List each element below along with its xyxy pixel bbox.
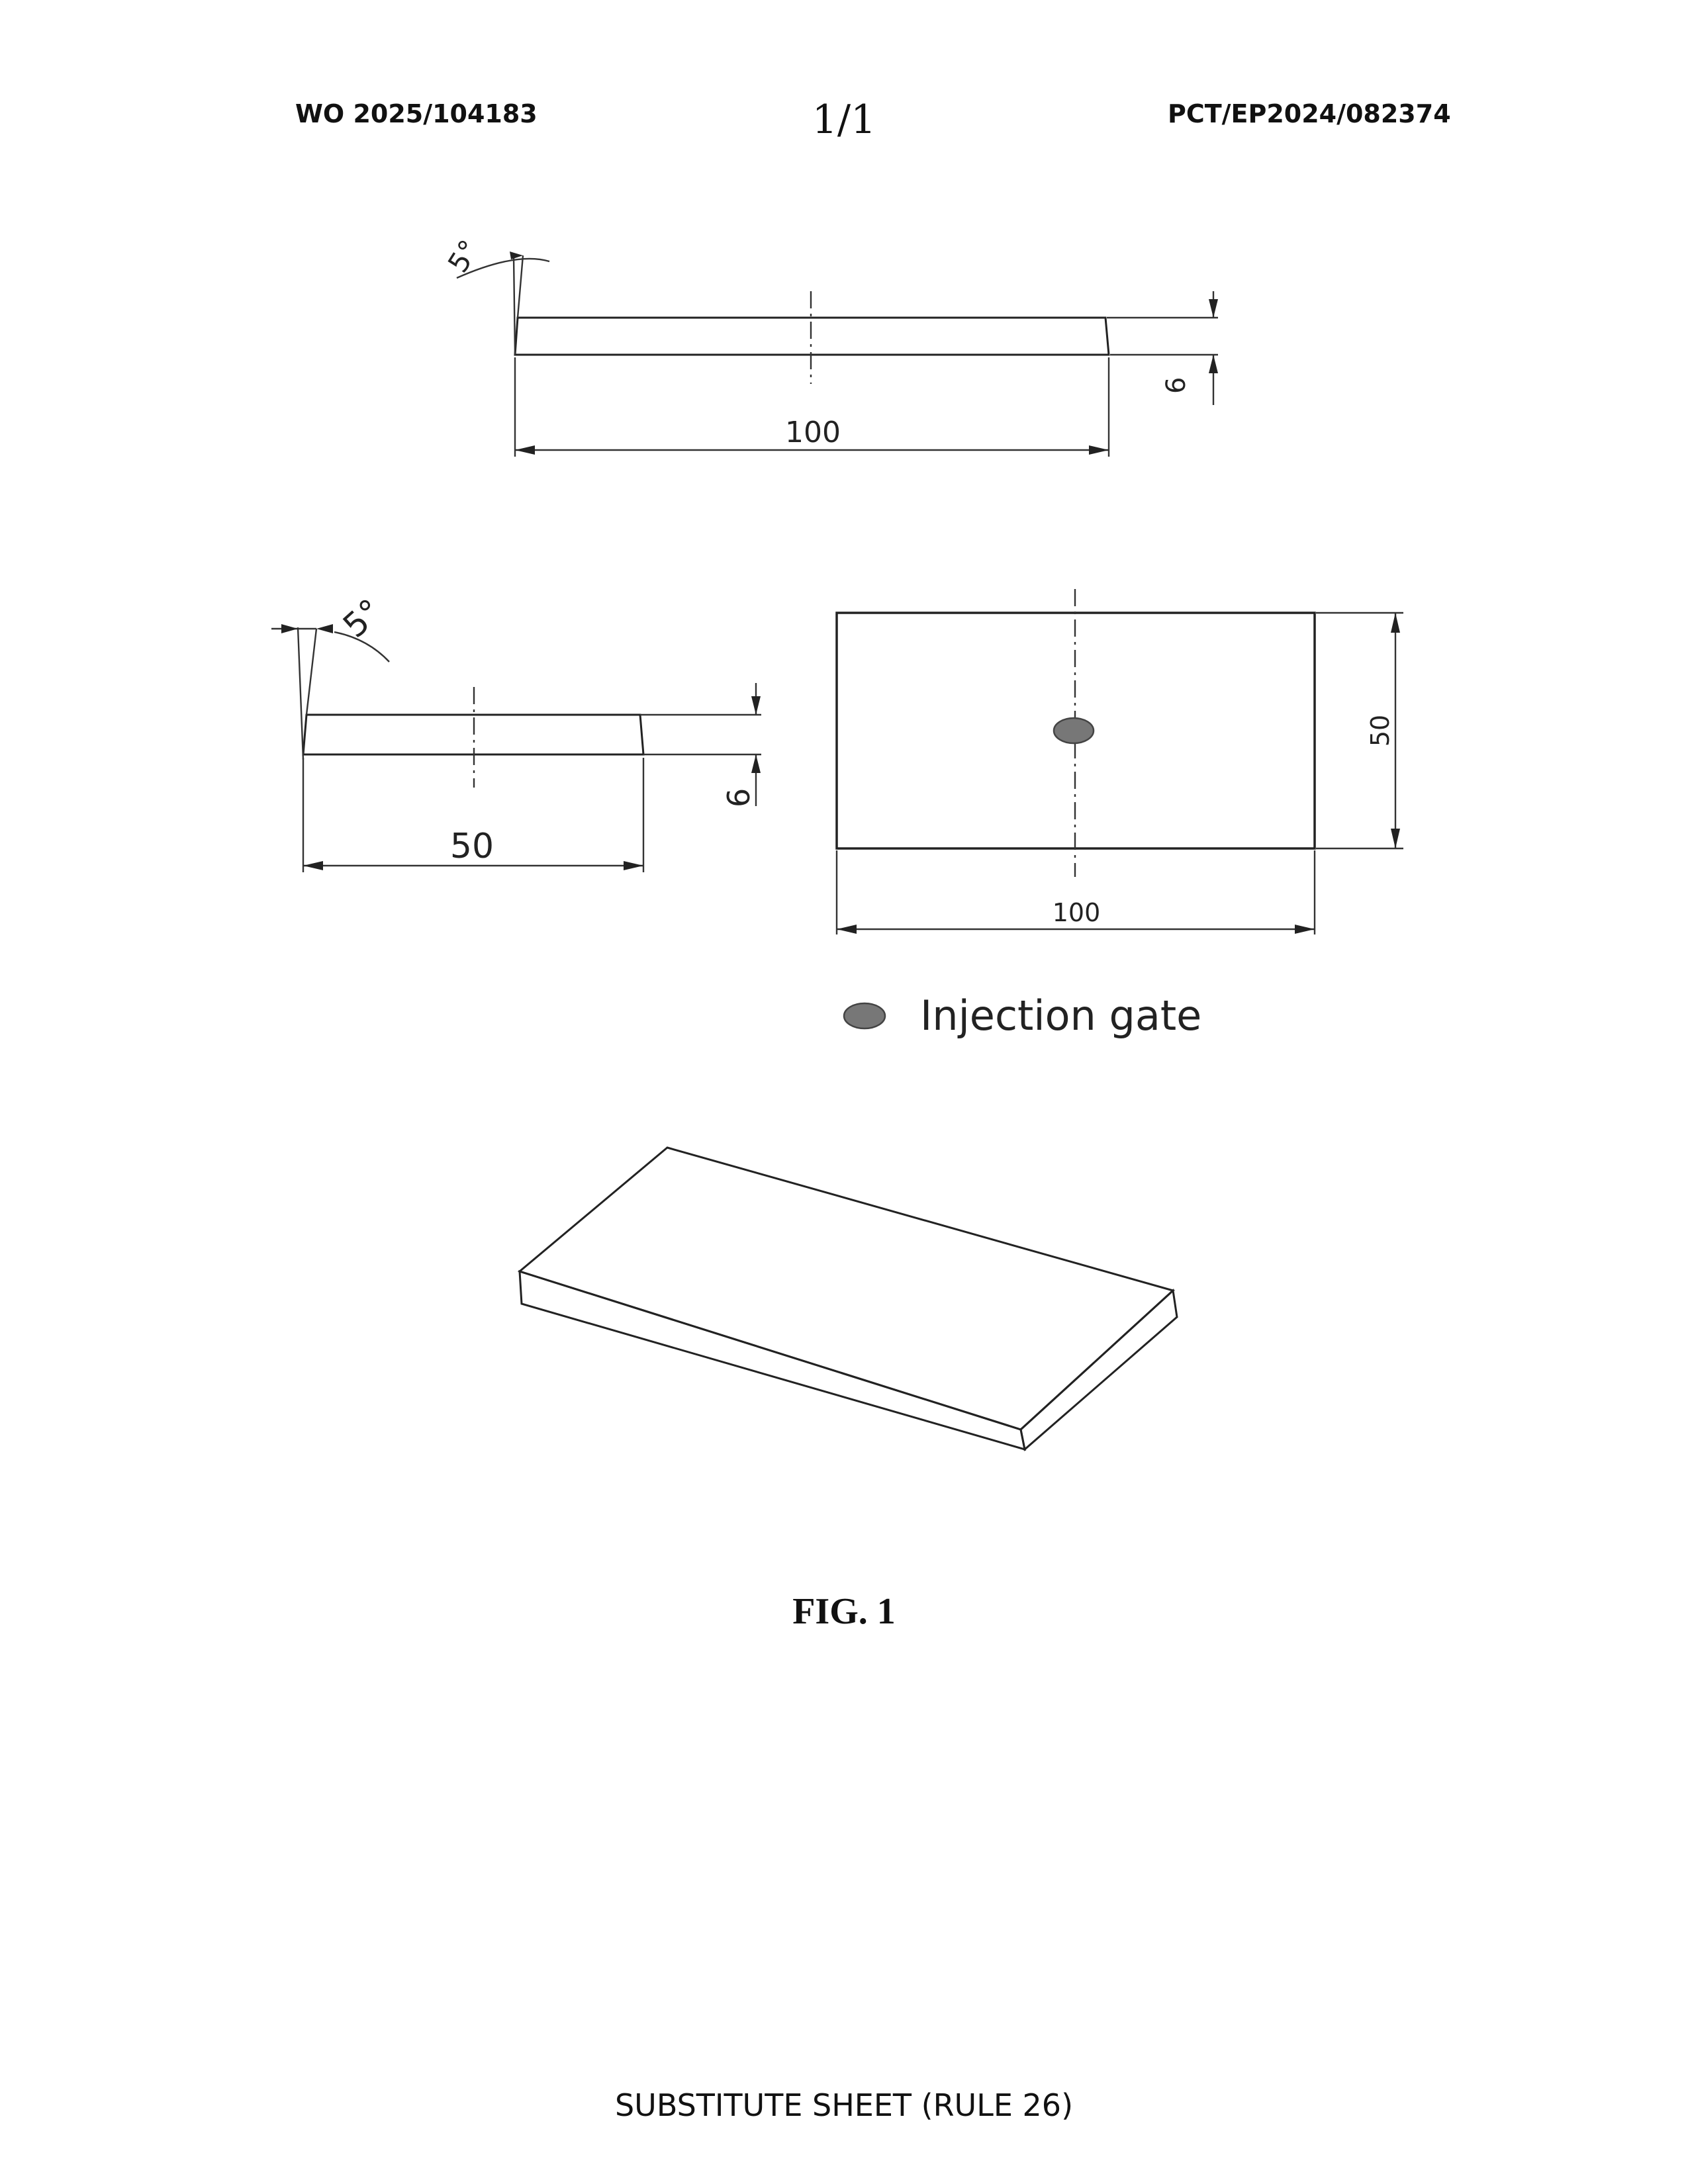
legend-label: Injection gate (920, 991, 1201, 1040)
side-angle-draft-line (306, 629, 316, 715)
legend-gate-marker (844, 1003, 885, 1028)
figure-caption: FIG. 1 (712, 1590, 976, 1633)
plan-width-label: 50 (1366, 715, 1395, 747)
top-length-arrow-left (515, 445, 535, 455)
top-angle-arrow (510, 251, 523, 259)
side-angle-arrow-left (281, 624, 298, 633)
plan-view: 100 50 (837, 589, 1403, 934)
plan-length-arrow-left (837, 925, 857, 934)
legend: Injection gate (844, 991, 1201, 1040)
top-angle-vertical-ref (514, 257, 515, 355)
page-footer: SUBSTITUTE SHEET (RULE 26) (513, 2087, 1175, 2123)
top-view: 5° 100 6 (442, 234, 1218, 457)
top-length-label: 100 (785, 416, 841, 449)
side-thk-arrow-bottom (751, 754, 761, 773)
side-length-label: 50 (450, 827, 494, 866)
top-length-arrow-right (1089, 445, 1109, 455)
injection-gate-marker (1054, 718, 1094, 743)
top-thk-arrow-top (1209, 299, 1218, 318)
side-length-arrow-right (624, 861, 643, 870)
plan-length-label: 100 (1053, 898, 1101, 927)
plan-width-arrow-bottom (1391, 829, 1400, 848)
side-thk-arrow-top (751, 696, 761, 715)
iso-front-face (520, 1271, 1025, 1449)
iso-top-face (520, 1148, 1173, 1430)
top-thk-arrow-bottom (1209, 355, 1218, 373)
side-angle-label: 5° (336, 592, 389, 645)
top-angle-draft-line (518, 255, 523, 318)
isometric-view (520, 1148, 1177, 1449)
top-angle-label: 5° (442, 234, 486, 278)
side-angle-arrow-right (316, 624, 333, 633)
top-view-plate-outline (515, 318, 1109, 355)
plan-width-arrow-top (1391, 613, 1400, 633)
side-thk-label: 6 (721, 788, 757, 807)
side-angle-vertical-ref (298, 627, 303, 760)
side-view: 5° 50 6 (271, 592, 761, 872)
side-length-arrow-left (303, 861, 323, 870)
top-thk-label: 6 (1161, 377, 1192, 394)
plan-length-arrow-right (1295, 925, 1315, 934)
iso-right-face (1021, 1291, 1177, 1449)
